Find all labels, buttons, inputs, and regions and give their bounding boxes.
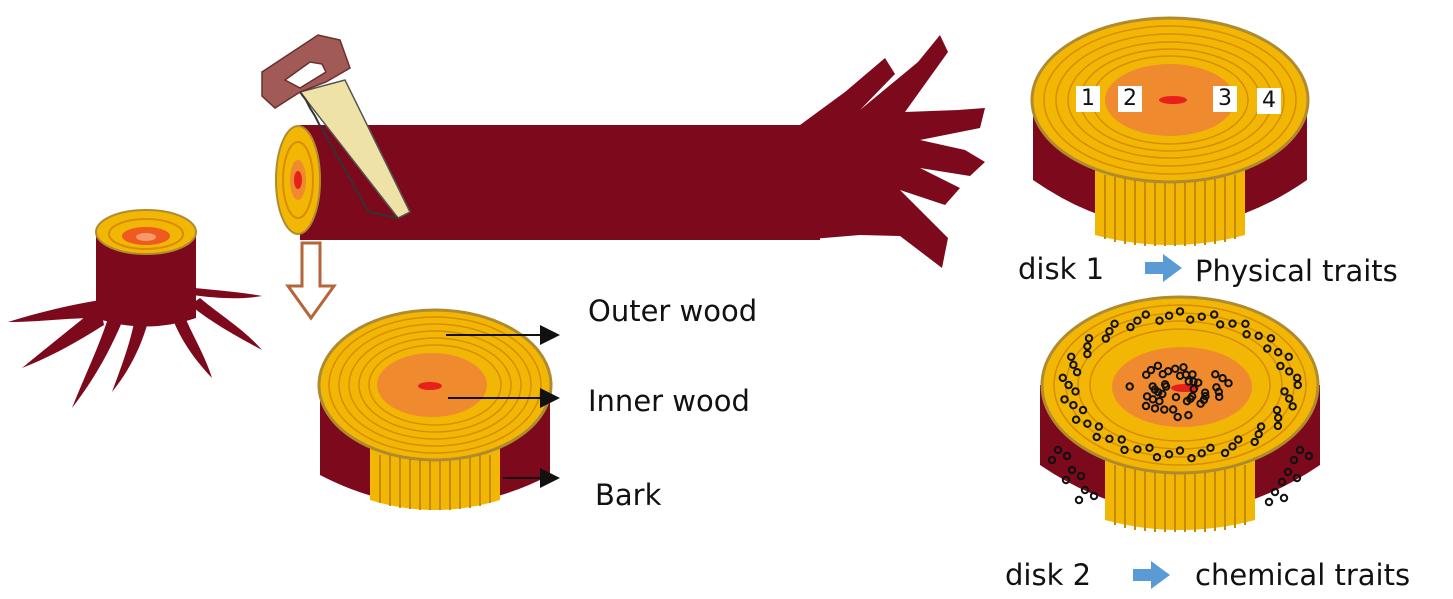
sample-dot — [1281, 495, 1287, 501]
log-branches — [800, 35, 985, 268]
disk-1 — [1032, 18, 1308, 246]
hollow-down-arrow — [288, 243, 334, 318]
sample-dot — [1272, 489, 1278, 495]
labelled-disk — [319, 310, 558, 510]
felled-log — [276, 35, 985, 268]
inner-wood-label: Inner wood — [588, 384, 750, 418]
disk-2 — [1040, 297, 1320, 532]
disk-1-trait-label: Physical traits — [1195, 254, 1398, 288]
stump-pith — [136, 233, 156, 241]
disk-2-label: disk 2 — [1005, 558, 1091, 592]
sample-dot — [1266, 499, 1272, 505]
sample-dot — [1091, 493, 1097, 499]
disk-2-trait-label: chemical traits — [1195, 558, 1410, 592]
disk-1-pith — [1159, 96, 1187, 104]
bark-label: Bark — [595, 478, 661, 512]
outer-wood-label: Outer wood — [588, 294, 757, 328]
tree-stump — [8, 210, 262, 408]
disk-1-arrow-icon — [1145, 254, 1182, 282]
sample-dot — [1076, 497, 1082, 503]
disk-1-section-number: 1 — [1076, 86, 1100, 112]
disk-1-section-number: 2 — [1118, 86, 1142, 112]
disk-1-label: disk 1 — [1018, 252, 1104, 286]
disk-1-section-number: 3 — [1213, 86, 1237, 112]
disk-2-arrow-icon — [1133, 561, 1170, 589]
disk-1-section-number: 4 — [1257, 88, 1281, 114]
labelled-disk-pith — [418, 382, 442, 390]
